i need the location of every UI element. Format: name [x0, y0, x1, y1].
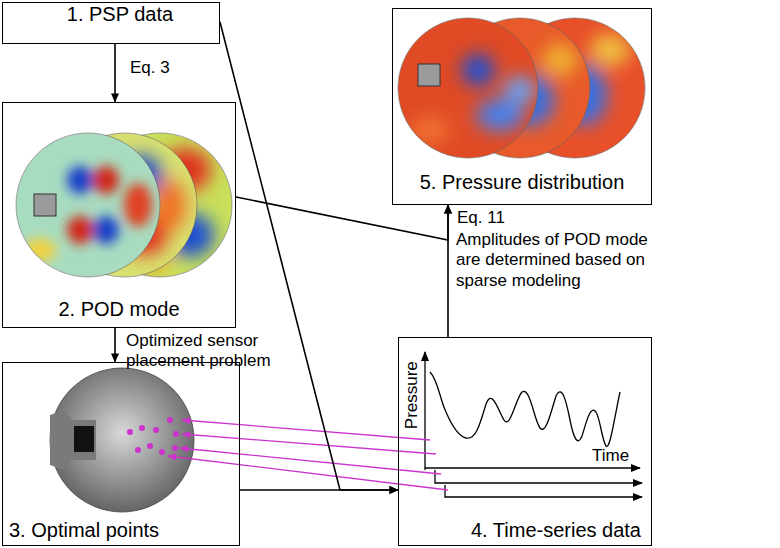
- box-title: 5. Pressure distribution: [420, 171, 625, 194]
- drawing-part: [398, 18, 538, 158]
- drawing-part: [16, 133, 160, 277]
- drawing-part: [50, 368, 194, 512]
- box-title: 1. PSP data: [67, 3, 173, 26]
- drawing-part: [398, 18, 538, 158]
- drawing-part: [24, 166, 152, 262]
- drawing-part: [410, 54, 536, 144]
- box-title: 4. Time-series data: [471, 519, 641, 542]
- drawing-part: [476, 99, 524, 131]
- drawing-part: [172, 445, 178, 451]
- drawing-part: [67, 166, 93, 194]
- drawing-part: [139, 425, 145, 431]
- drawing-part: [168, 456, 448, 490]
- drawing-part: [425, 467, 640, 468]
- drawing-part: [135, 447, 141, 453]
- drawing-part: [590, 34, 630, 66]
- drawing-part: [542, 44, 578, 76]
- pressure-maps: [398, 18, 645, 158]
- process-box: 4. Time-series data: [398, 337, 652, 546]
- drawing-part: [398, 18, 538, 158]
- drawing-part: [418, 64, 440, 86]
- edge-label: Eq. 3: [130, 58, 170, 78]
- sensor-leader-lines: [168, 420, 448, 490]
- drawing-part: [167, 417, 173, 423]
- process-box: 5. Pressure distribution: [392, 8, 652, 205]
- drawing-part: [16, 133, 160, 277]
- box-title: 2. POD mode: [58, 298, 179, 321]
- drawing-part: [93, 166, 119, 194]
- axis-label: Pressure: [402, 361, 422, 429]
- drawing-part: [445, 485, 642, 497]
- drawing-part: [127, 429, 133, 435]
- flow-arrow: [114, 328, 116, 362]
- flow-arrow: [447, 205, 449, 337]
- process-box: 1. PSP data: [2, 2, 220, 44]
- annotation-text: Amplitudes of POD mode are determined ba…: [456, 230, 656, 291]
- time-series-chart: [425, 352, 642, 497]
- drawing-part: [410, 116, 450, 144]
- flow-arrow: [236, 197, 448, 240]
- flow-arrow: [220, 22, 398, 490]
- flow-arrow: [114, 44, 116, 102]
- process-box: 2. POD mode: [2, 102, 236, 328]
- drawing-part: [430, 372, 620, 446]
- edge-label: Eq. 11: [457, 208, 505, 228]
- drawing-part: [435, 470, 642, 483]
- box-title: 3. Optimal points: [9, 519, 159, 542]
- drawing-part: [67, 216, 93, 244]
- drawing-part: [93, 216, 119, 244]
- drawing-part: [16, 133, 160, 277]
- sensor-map: [50, 368, 194, 512]
- flow-arrow: [240, 489, 398, 491]
- drawing-part: [159, 449, 165, 455]
- edge-label: Optimized sensor placement problem: [126, 331, 296, 372]
- drawing-part: [424, 352, 425, 470]
- pod-mode-maps: [16, 133, 232, 277]
- axis-label: Time: [592, 446, 629, 466]
- drawing-part: [147, 443, 153, 449]
- drawing-part: [34, 194, 56, 216]
- drawing-part: [180, 448, 441, 474]
- drawing-part: [153, 427, 159, 433]
- drawing-part: [50, 410, 96, 470]
- drawing-part: [173, 431, 179, 437]
- drawing-part: [462, 54, 494, 86]
- drawing-part: [504, 76, 536, 104]
- process-box: 3. Optimal points: [2, 362, 240, 546]
- drawing-part: [127, 417, 179, 455]
- drawing-part: [74, 426, 94, 452]
- drawing-part: [124, 183, 152, 227]
